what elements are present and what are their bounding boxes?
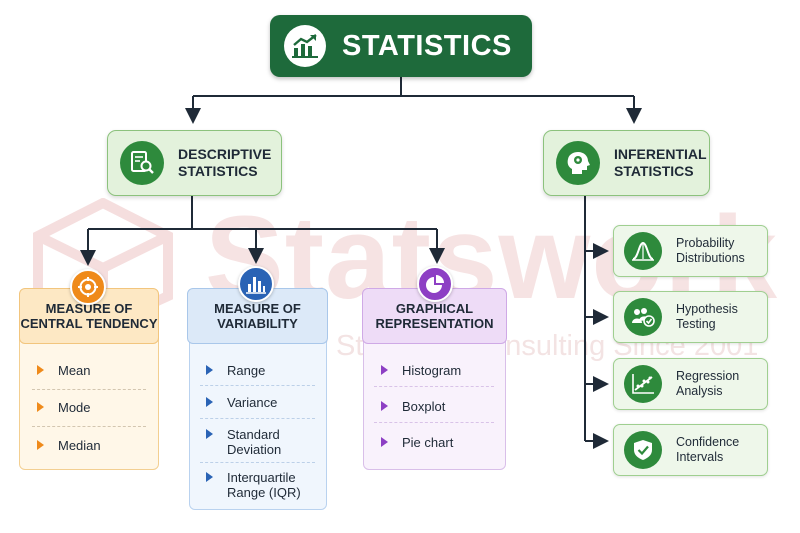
list-item: Median — [37, 438, 101, 453]
triangle-bullet-icon — [206, 397, 213, 407]
page-title: STATISTICS — [342, 29, 512, 62]
list-item: Boxplot — [381, 399, 445, 414]
triangle-bullet-icon — [381, 365, 388, 375]
triangle-bullet-icon — [37, 365, 44, 375]
inferential-label-line2: STATISTICS — [614, 163, 694, 179]
central-title-line1: MEASURE OF — [45, 301, 133, 316]
triangle-bullet-icon — [206, 429, 213, 439]
statistics-title-box: STATISTICS — [270, 15, 532, 77]
divider — [200, 418, 315, 419]
divider — [200, 385, 315, 386]
inferential-label-line1: INFERENTIAL — [614, 146, 707, 162]
variability-title-line1: MEASURE OF — [214, 301, 301, 316]
descriptive-label-line1: DESCRIPTIVE — [178, 146, 272, 162]
list-item: Variance — [206, 395, 277, 410]
inferential-statistics-box: INFERENTIAL STATISTICS — [543, 130, 710, 196]
triangle-bullet-icon — [37, 440, 44, 450]
inf-item-line2: Distributions — [676, 251, 745, 265]
growth-chart-icon — [284, 25, 326, 67]
list-item: Pie chart — [381, 435, 453, 450]
list-item: Mean — [37, 363, 91, 378]
descriptive-label-line2: STATISTICS — [178, 163, 258, 179]
triangle-bullet-icon — [206, 472, 213, 482]
graphical-title-line1: GRAPHICAL — [395, 301, 474, 316]
list-item: Histogram — [381, 363, 461, 378]
descriptive-statistics-box: DESCRIPTIVE STATISTICS — [107, 130, 282, 196]
divider — [200, 462, 315, 463]
inf-item-line1: Confidence — [676, 435, 740, 449]
list-item: Interquartile Range (IQR) — [206, 470, 327, 500]
head-gear-icon — [556, 141, 600, 185]
inf-item-line2: Testing — [676, 317, 716, 331]
triangle-bullet-icon — [37, 402, 44, 412]
inf-item-line1: Hypothesis — [676, 302, 738, 316]
divider — [374, 386, 494, 387]
list-item: Standard Deviation — [206, 427, 311, 457]
pie-chart-icon — [417, 266, 453, 302]
divider — [32, 389, 146, 390]
variability-title-line2: VARIABILITY — [217, 316, 298, 331]
list-item: Range — [206, 363, 265, 378]
divider — [32, 426, 146, 427]
divider — [374, 422, 494, 423]
people-check-icon — [624, 298, 662, 336]
list-item: Mode — [37, 400, 91, 415]
triangle-bullet-icon — [381, 437, 388, 447]
inf-item-line1: Probability — [676, 236, 735, 250]
report-magnifier-icon — [120, 141, 164, 185]
inf-item-line2: Analysis — [676, 384, 723, 398]
triangle-bullet-icon — [381, 401, 388, 411]
bell-curve-icon — [624, 232, 662, 270]
shield-check-icon — [624, 431, 662, 469]
target-icon — [70, 269, 106, 305]
graphical-title-line2: REPRESENTATION — [375, 316, 494, 331]
bar-chart-icon — [238, 266, 274, 302]
inf-item-line2: Intervals — [676, 450, 724, 464]
triangle-bullet-icon — [206, 365, 213, 375]
inf-item-line1: Regression — [676, 369, 740, 383]
central-title-line2: CENTRAL TENDENCY — [20, 316, 158, 331]
scatter-trend-icon — [624, 365, 662, 403]
